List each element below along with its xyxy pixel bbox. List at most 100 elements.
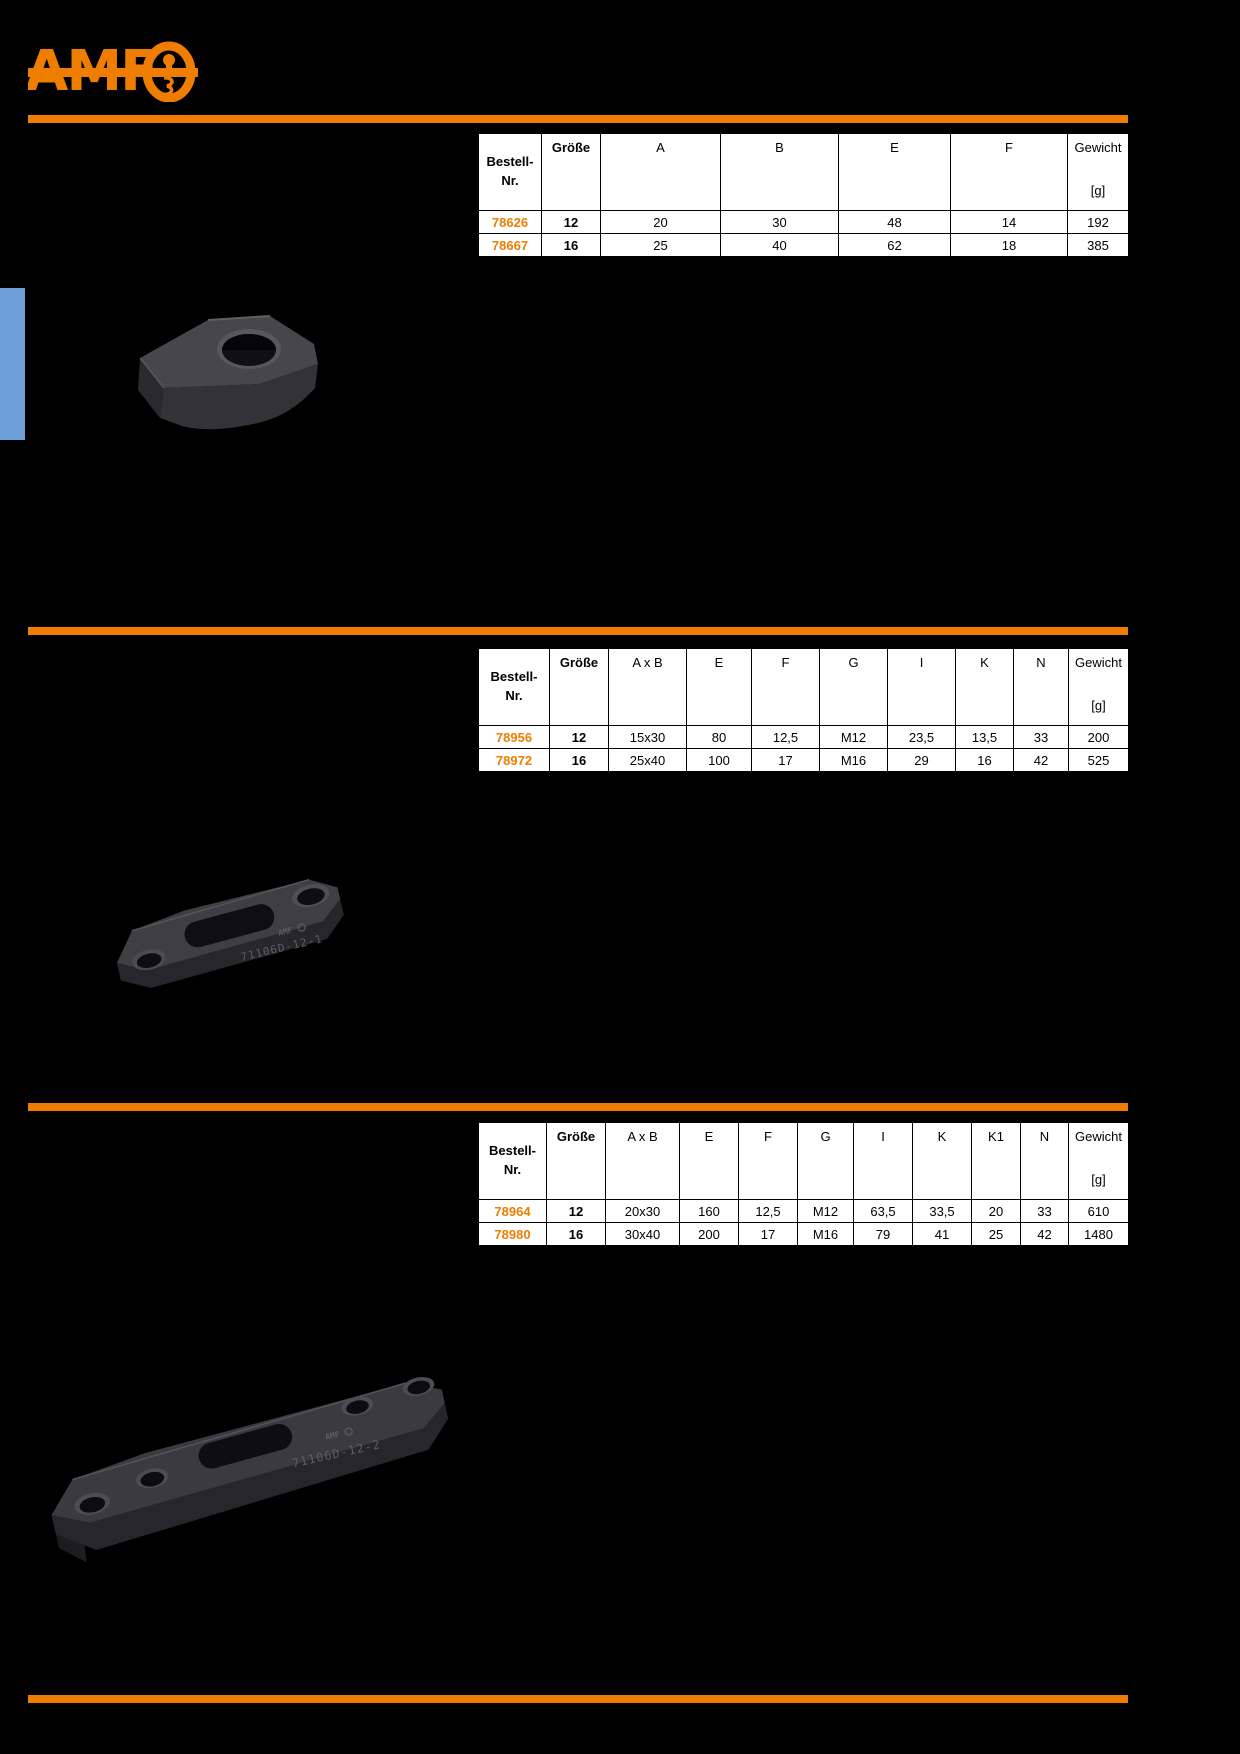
amf-logo: AMF bbox=[28, 39, 198, 102]
header-weight-label: Gewicht bbox=[1075, 1129, 1122, 1144]
cell: 63,5 bbox=[853, 1199, 913, 1223]
spec-table-3: Bestell- Nr. Größe A x B E F G I K K1 N … bbox=[478, 1122, 1129, 1246]
cell-weight: 192 bbox=[1067, 210, 1129, 234]
divider-bar-section-3 bbox=[28, 1103, 1128, 1111]
header-size: Größe bbox=[546, 1122, 606, 1200]
cell: 12,5 bbox=[751, 725, 820, 749]
header-dim-k1: K1 bbox=[971, 1122, 1021, 1200]
divider-bar-bottom bbox=[28, 1695, 1128, 1703]
cell-weight: 385 bbox=[1067, 233, 1129, 257]
cell: 41 bbox=[912, 1222, 972, 1246]
header-weight-label: Gewicht bbox=[1075, 655, 1122, 670]
table-row: 78626 12 20 30 48 14 192 bbox=[478, 210, 1129, 234]
product-photo-clamping-nut bbox=[138, 315, 318, 430]
cell: 20 bbox=[600, 210, 721, 234]
engraved-brand: AMF bbox=[324, 1430, 340, 1442]
cell-weight: 525 bbox=[1068, 748, 1129, 772]
cell: 42 bbox=[1020, 1222, 1069, 1246]
cell: 17 bbox=[738, 1222, 798, 1246]
cell: 13,5 bbox=[955, 725, 1014, 749]
header-weight: Gewicht [g] bbox=[1068, 1122, 1129, 1200]
logo-wordmark: AMF bbox=[28, 39, 156, 102]
header-weight: Gewicht [g] bbox=[1068, 648, 1129, 726]
cell: 48 bbox=[838, 210, 951, 234]
cell: 30 bbox=[720, 210, 839, 234]
cell-order-no: 78972 bbox=[478, 748, 550, 772]
header-row: Bestell- Nr. Größe A x B E F G I K N Gew… bbox=[478, 648, 1129, 726]
cell: 30x40 bbox=[605, 1222, 680, 1246]
chapter-edge-tab bbox=[0, 288, 25, 440]
header-order-no: Bestell- Nr. bbox=[478, 648, 550, 726]
header-size: Größe bbox=[549, 648, 609, 726]
cell-order-no: 78980 bbox=[478, 1222, 547, 1246]
header-order-no: Bestell- Nr. bbox=[478, 1122, 547, 1200]
header-dim-e: E bbox=[679, 1122, 739, 1200]
cell: 18 bbox=[950, 233, 1068, 257]
header-dim-i: I bbox=[853, 1122, 913, 1200]
cell: 33 bbox=[1020, 1199, 1069, 1223]
cell-size: 12 bbox=[541, 210, 601, 234]
product-photo-clamp-bar-long: AMF 71106D-12-2 bbox=[51, 1376, 449, 1563]
cell: 33,5 bbox=[912, 1199, 972, 1223]
header-dim-f: F bbox=[751, 648, 820, 726]
header-dim-i: I bbox=[887, 648, 956, 726]
header-dim-b: B bbox=[720, 133, 839, 211]
table-row: 78667 16 25 40 62 18 385 bbox=[478, 233, 1129, 257]
slot bbox=[184, 904, 275, 948]
amf-logo-emblem-icon bbox=[142, 41, 196, 102]
engraved-logo-ring-icon bbox=[344, 1427, 353, 1436]
header-dim-n: N bbox=[1013, 648, 1069, 726]
cell: 79 bbox=[853, 1222, 913, 1246]
cell-size: 16 bbox=[549, 748, 609, 772]
header-weight-unit: [g] bbox=[1091, 1172, 1106, 1187]
cell: 15x30 bbox=[608, 725, 687, 749]
engraved-brand: AMF bbox=[277, 926, 293, 938]
table-row: 78964 12 20x30 160 12,5 M12 63,5 33,5 20… bbox=[478, 1199, 1129, 1223]
header-weight-unit: [g] bbox=[1090, 183, 1106, 198]
slot bbox=[198, 1423, 293, 1469]
cell-weight: 610 bbox=[1068, 1199, 1129, 1223]
header-dim-n: N bbox=[1020, 1122, 1069, 1200]
table-row: 78956 12 15x30 80 12,5 M12 23,5 13,5 33 … bbox=[478, 725, 1129, 749]
table-row: 78972 16 25x40 100 17 M16 29 16 42 525 bbox=[478, 748, 1129, 772]
cell: 40 bbox=[720, 233, 839, 257]
cell-weight: 200 bbox=[1068, 725, 1129, 749]
cell: 33 bbox=[1013, 725, 1069, 749]
cell: M12 bbox=[797, 1199, 854, 1223]
cell-order-no: 78964 bbox=[478, 1199, 547, 1223]
cell-size: 16 bbox=[541, 233, 601, 257]
cell: 25x40 bbox=[608, 748, 687, 772]
cell: 14 bbox=[950, 210, 1068, 234]
spec-table-2: Bestell- Nr. Größe A x B E F G I K N Gew… bbox=[478, 648, 1129, 772]
table-row: 78980 16 30x40 200 17 M16 79 41 25 42 14… bbox=[478, 1222, 1129, 1246]
header-weight: Gewicht [g] bbox=[1067, 133, 1129, 211]
header-dim-e: E bbox=[686, 648, 752, 726]
product-photo-clamp-bar-short: AMF 71106D-12-1 bbox=[116, 878, 344, 988]
header-dim-f: F bbox=[950, 133, 1068, 211]
header-weight-label: Gewicht bbox=[1074, 140, 1122, 155]
cell: 20x30 bbox=[605, 1199, 680, 1223]
divider-bar-section-2 bbox=[28, 627, 1128, 635]
cell-size: 12 bbox=[549, 725, 609, 749]
engraved-logo-ring-icon bbox=[297, 923, 306, 932]
header-dim-g: G bbox=[797, 1122, 854, 1200]
cell: 12,5 bbox=[738, 1199, 798, 1223]
cell: M16 bbox=[797, 1222, 854, 1246]
cell: 80 bbox=[686, 725, 752, 749]
header-weight-unit: [g] bbox=[1091, 698, 1106, 713]
header-dim-g: G bbox=[819, 648, 888, 726]
cell: 62 bbox=[838, 233, 951, 257]
header-dim-axb: A x B bbox=[605, 1122, 680, 1200]
cell: 16 bbox=[955, 748, 1014, 772]
cell: 160 bbox=[679, 1199, 739, 1223]
cell: 100 bbox=[686, 748, 752, 772]
cell: 23,5 bbox=[887, 725, 956, 749]
cell: 200 bbox=[679, 1222, 739, 1246]
header-dim-e: E bbox=[838, 133, 951, 211]
header-dim-f: F bbox=[738, 1122, 798, 1200]
logo-bar bbox=[28, 68, 198, 77]
cell: 17 bbox=[751, 748, 820, 772]
cell-size: 12 bbox=[546, 1199, 606, 1223]
cell-order-no: 78626 bbox=[478, 210, 542, 234]
